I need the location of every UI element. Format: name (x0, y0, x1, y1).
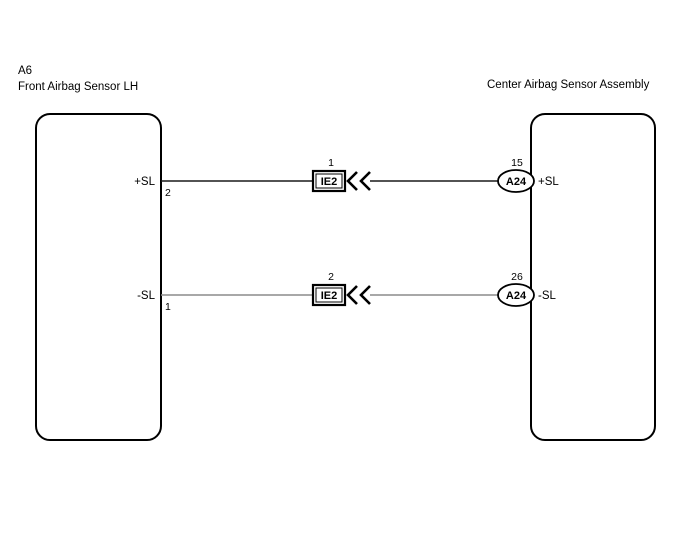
junction-box-lower-inner (315, 287, 343, 303)
junction-pin-upper: 1 (328, 157, 334, 169)
junction-label-lower: IE2 (321, 290, 338, 302)
left-component-box (35, 113, 162, 441)
left-component-code: A6 (18, 65, 32, 77)
terminal-label-upper-left: +SL (134, 176, 155, 188)
connector-label-lower: A24 (506, 290, 527, 302)
connector-pin-lower: 26 (511, 271, 523, 283)
junction-pin-lower: 2 (328, 271, 334, 283)
terminal-pin-upper-left: 2 (165, 187, 171, 199)
terminal-label-lower-right: -SL (538, 290, 557, 302)
right-component-box (530, 113, 656, 441)
chevron-arrow-upper-1 (346, 171, 358, 191)
chevron-arrow-upper-2 (359, 171, 371, 191)
left-component-name: Front Airbag Sensor LH (18, 81, 138, 93)
terminal-pin-lower-left: 1 (165, 301, 171, 313)
connector-oval-upper (497, 169, 535, 193)
terminal-label-upper-right: +SL (538, 176, 559, 188)
right-component-name: Center Airbag Sensor Assembly (487, 79, 650, 91)
connector-label-upper: A24 (506, 176, 527, 188)
chevron-arrow-lower-2 (359, 285, 371, 305)
junction-label-upper: IE2 (321, 176, 338, 188)
connector-oval-lower (497, 283, 535, 307)
terminal-label-lower-left: -SL (137, 290, 156, 302)
connector-pin-upper: 15 (511, 157, 523, 169)
chevron-arrow-lower-1 (346, 285, 358, 305)
junction-box-upper-inner (315, 173, 343, 189)
junction-box-upper (311, 169, 347, 193)
junction-box-lower (311, 283, 347, 307)
